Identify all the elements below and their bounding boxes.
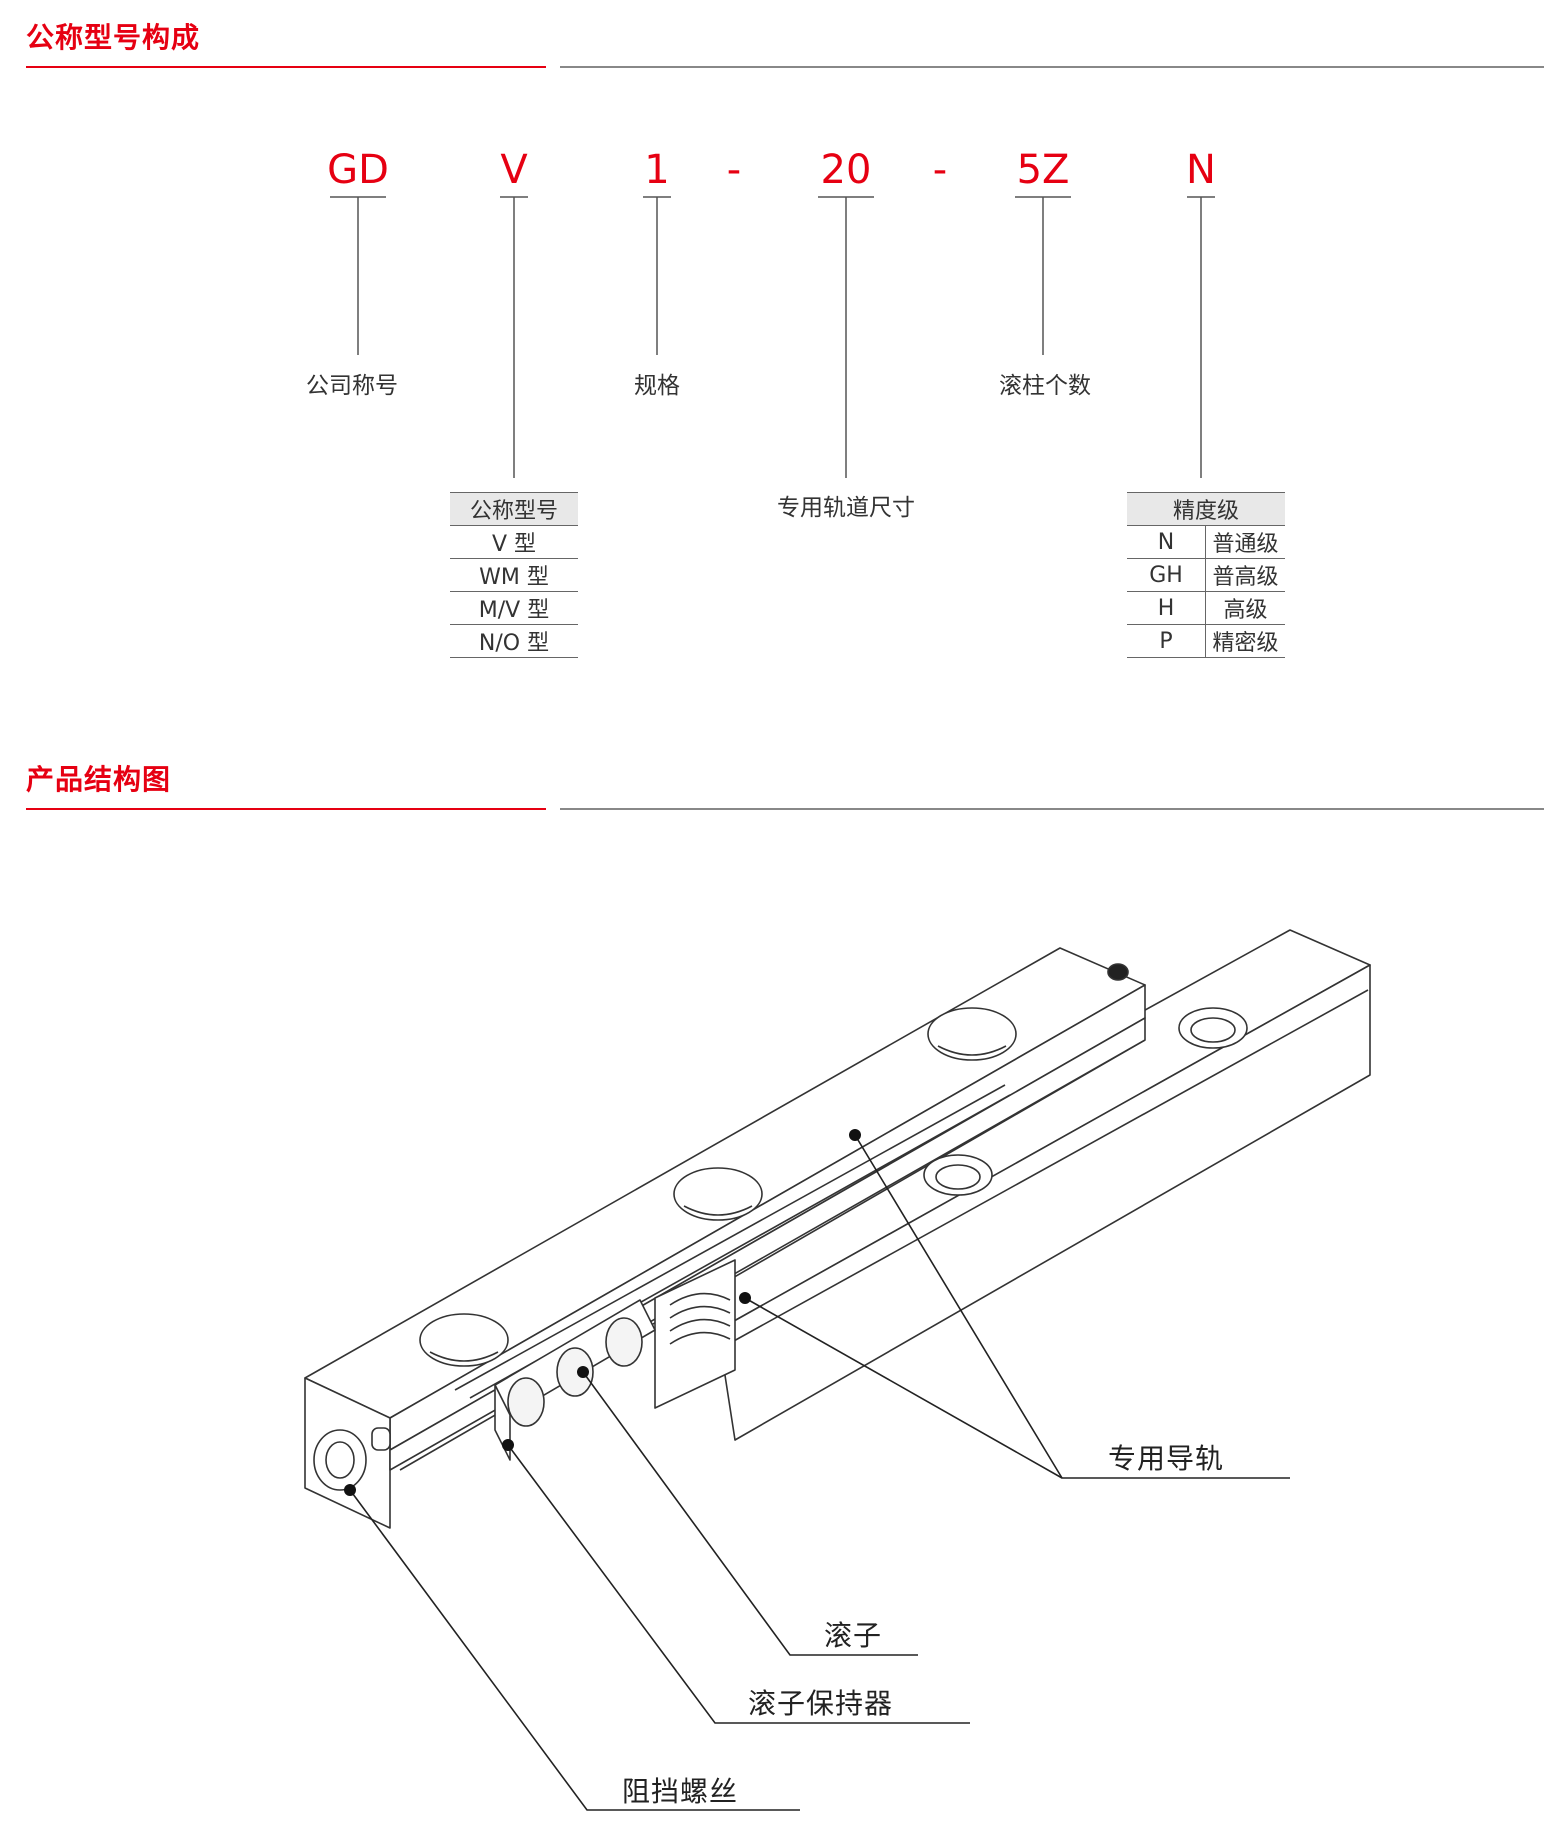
type-table-row: M/V 型 xyxy=(450,591,578,625)
grade-name: 精密级 xyxy=(1205,624,1285,658)
code-part-company: GD xyxy=(327,147,389,193)
grade-name: 普高级 xyxy=(1205,558,1285,592)
grade-code: P xyxy=(1127,624,1206,658)
section-rule-gray xyxy=(560,808,1544,810)
code-part-dash-1: - xyxy=(726,147,742,193)
type-table-row: V 型 xyxy=(450,525,578,559)
section-title-structure: 产品结构图 xyxy=(26,763,172,796)
label-rail-size: 专用轨道尺寸 xyxy=(777,495,915,521)
grade-code: N xyxy=(1127,525,1206,559)
section-title-model: 公称型号构成 xyxy=(26,21,201,54)
grade-code: GH xyxy=(1127,558,1206,592)
code-part-grade: N xyxy=(1186,147,1216,193)
grade-code: H xyxy=(1127,591,1206,625)
type-table: 公称型号 V 型 WM 型 M/V 型 N/O 型 xyxy=(450,492,578,658)
type-table-row: WM 型 xyxy=(450,558,578,592)
label-company: 公司称号 xyxy=(306,373,398,399)
code-part-rail-size: 20 xyxy=(820,147,872,193)
callout-rail: 专用导轨 xyxy=(1108,1442,1225,1475)
label-roller-count: 滚柱个数 xyxy=(999,373,1091,399)
code-part-spec: 1 xyxy=(644,147,670,193)
section-rule-gray xyxy=(560,66,1544,68)
code-part-roller-count: 5Z xyxy=(1016,147,1070,193)
type-table-header: 公称型号 xyxy=(450,492,578,526)
section-rule-red xyxy=(26,808,546,810)
section-rule-red xyxy=(26,66,546,68)
grade-name: 高级 xyxy=(1205,591,1285,625)
code-part-dash-2: - xyxy=(932,147,948,193)
code-part-type: V xyxy=(500,147,528,193)
type-table-row: N/O 型 xyxy=(450,624,578,658)
callout-cage: 滚子保持器 xyxy=(748,1687,894,1720)
grade-name: 普通级 xyxy=(1205,525,1285,559)
callout-screw: 阻挡螺丝 xyxy=(622,1775,739,1808)
grade-table-header: 精度级 xyxy=(1127,492,1285,526)
label-spec: 规格 xyxy=(634,373,680,399)
callout-roller: 滚子 xyxy=(824,1619,883,1652)
